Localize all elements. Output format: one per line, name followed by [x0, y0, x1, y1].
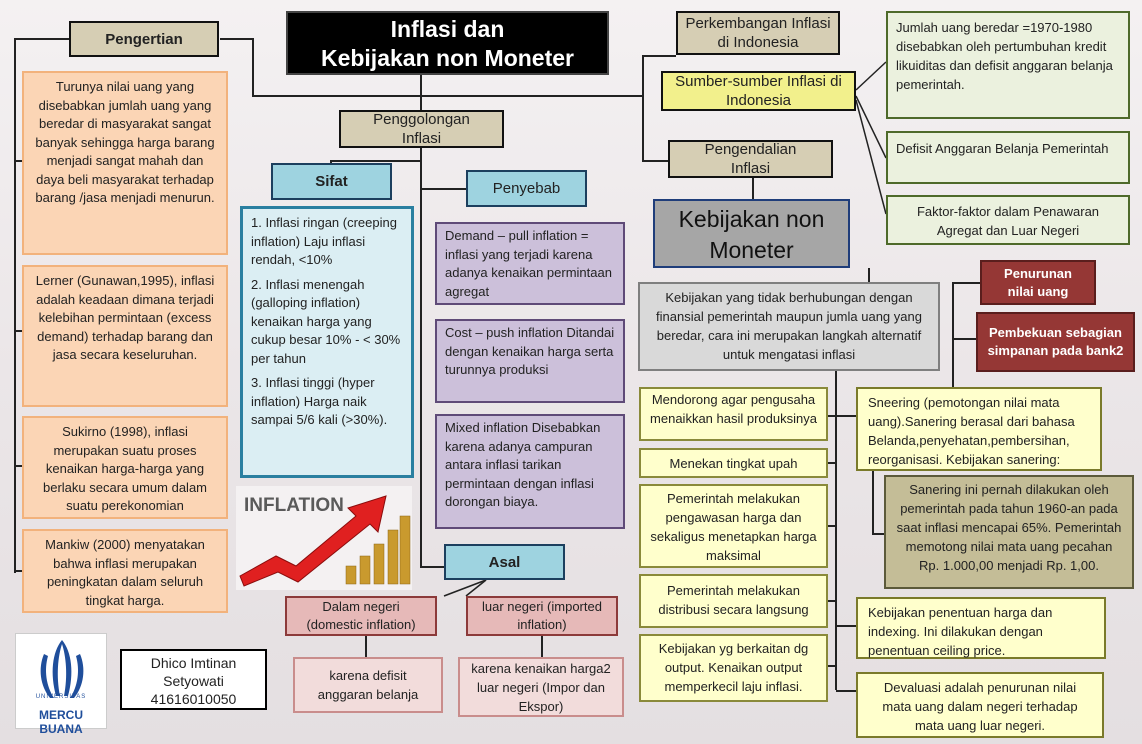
author-name: Dhico Imtinan Setyowati	[150, 655, 237, 689]
sifat-list: 1. Inflasi ringan (creeping inflation) L…	[240, 206, 414, 478]
connector	[541, 635, 543, 657]
connector	[952, 338, 976, 340]
connector	[14, 160, 23, 162]
kebijakan-definition: Kebijakan yang tidak berhubungan dengan …	[638, 282, 940, 371]
connector	[14, 38, 70, 40]
connector	[642, 55, 676, 57]
penurunan-nilai-uang: Penurunan nilai uang	[980, 260, 1096, 305]
pengertian-item-1: Turunya nilai uang yang disebabkan jumla…	[22, 71, 228, 255]
inflation-chart-icon: INFLATION	[236, 486, 412, 590]
connector	[420, 148, 422, 568]
page-title: Inflasi dan Kebijakan non Moneter	[286, 11, 609, 75]
pengertian-item-4: Mankiw (2000) menyatakan bahwa inflasi m…	[22, 529, 228, 613]
penyebab-item-1: Demand – pull inflation = inflasi yang t…	[435, 222, 625, 305]
connector	[420, 566, 444, 568]
pembekuan-simpanan: Pembekuan sebagian simpanan pada bank2	[976, 312, 1135, 372]
connector	[330, 160, 420, 162]
sumber-item-3: Faktor-faktor dalam Penawaran Agregat da…	[886, 195, 1130, 245]
sifat-header: Sifat	[271, 163, 392, 200]
sanering-box: Sneering (pemotongan nilai mata uang).Sa…	[856, 387, 1102, 471]
connector	[836, 415, 856, 417]
connector	[420, 188, 468, 190]
university-logo: UNIVERSITAS MERCU BUANA	[15, 633, 107, 736]
connector	[220, 38, 253, 40]
kebijakan-item-3: Pemerintah melakukan pengawasan harga da…	[639, 484, 828, 568]
connector	[952, 282, 980, 284]
pengertian-item-3: Sukirno (1998), inflasi merupakan suatu …	[22, 416, 228, 519]
connector	[826, 525, 836, 527]
connector	[14, 330, 23, 332]
kebijakan-item-5: Kebijakan yg berkaitan dg output. Kenaik…	[639, 634, 828, 702]
penyebab-header: Penyebab	[466, 170, 587, 207]
connector	[420, 73, 422, 111]
connector	[872, 533, 884, 535]
connector	[642, 160, 668, 162]
penyebab-item-3: Mixed inflation Disebabkan karena adanya…	[435, 414, 625, 529]
asal-header: Asal	[444, 544, 565, 580]
mercu-buana-logo-icon	[40, 640, 84, 698]
sumber-item-1: Jumlah uang beredar =1970-1980 disebabka…	[886, 11, 1130, 119]
connector	[642, 55, 644, 161]
connector	[14, 38, 16, 573]
devaluasi: Devaluasi adalah penurunan nilai mata ua…	[856, 672, 1104, 738]
sifat-item-1: 1. Inflasi ringan (creeping inflation) L…	[251, 215, 397, 267]
connector	[835, 370, 837, 690]
kebijakan-header: Kebijakan non Moneter	[653, 199, 850, 268]
asal-imported-desc: karena kenaikan harga2 luar negeri (Impo…	[458, 657, 624, 717]
connector	[826, 415, 836, 417]
penggolongan-header: Penggolongan Inflasi	[339, 110, 504, 148]
connector	[252, 95, 642, 97]
inflation-image: INFLATION	[236, 486, 412, 590]
penentuan-harga: Kebijakan penentuan harga dan indexing. …	[856, 597, 1106, 659]
connector	[252, 38, 254, 96]
logo-top-text: UNIVERSITAS	[35, 694, 87, 700]
connector	[836, 690, 856, 692]
connector	[752, 163, 754, 199]
sifat-item-2: 2. Inflasi menengah (galloping inflation…	[251, 276, 401, 366]
asal-domestic-desc: karena defisit anggaran belanja	[293, 657, 443, 713]
asal-domestic: Dalam negeri (domestic inflation)	[285, 596, 437, 636]
connector	[836, 625, 856, 627]
title-line-2: Kebijakan non Moneter	[320, 45, 575, 71]
sumber-header: Sumber-sumber Inflasi di Indonesia	[661, 71, 856, 111]
pengertian-item-2: Lerner (Gunawan,1995), inflasi adalah ke…	[22, 265, 228, 407]
connector	[826, 665, 836, 667]
logo-name: MERCU BUANA	[39, 708, 83, 736]
connector	[826, 462, 836, 464]
sanering-detail: Sanering ini pernah dilakukan oleh pemer…	[884, 475, 1134, 589]
kebijakan-item-2: Menekan tingkat upah	[639, 448, 828, 478]
author-box: Dhico Imtinan Setyowati 41616010050	[120, 649, 267, 710]
pengertian-header: Pengertian	[69, 21, 219, 57]
pengendalian-header: Pengendalian Inflasi	[668, 140, 833, 178]
perkembangan-header: Perkembangan Inflasi di Indonesia	[676, 11, 840, 55]
sifat-item-3: 3. Inflasi tinggi (hyper inflation) Harg…	[251, 375, 388, 427]
connector	[868, 268, 870, 282]
connector	[952, 282, 954, 388]
author-id: 41616010050	[150, 691, 237, 707]
inflation-image-text: INFLATION	[244, 495, 344, 516]
connector	[14, 570, 23, 572]
kebijakan-item-1: Mendorong agar pengusaha menaikkan hasil…	[639, 387, 828, 441]
connector	[330, 160, 332, 164]
connector	[826, 600, 836, 602]
penyebab-item-2: Cost – push inflation Ditandai dengan ke…	[435, 319, 625, 403]
connector	[14, 465, 23, 467]
connector	[872, 470, 874, 535]
kebijakan-item-4: Pemerintah melakukan distribusi secara l…	[639, 574, 828, 628]
title-line-1: Inflasi dan	[390, 16, 505, 42]
sumber-item-2: Defisit Anggaran Belanja Pemerintah	[886, 131, 1130, 184]
connector	[365, 635, 367, 657]
asal-imported: luar negeri (imported inflation)	[466, 596, 618, 636]
